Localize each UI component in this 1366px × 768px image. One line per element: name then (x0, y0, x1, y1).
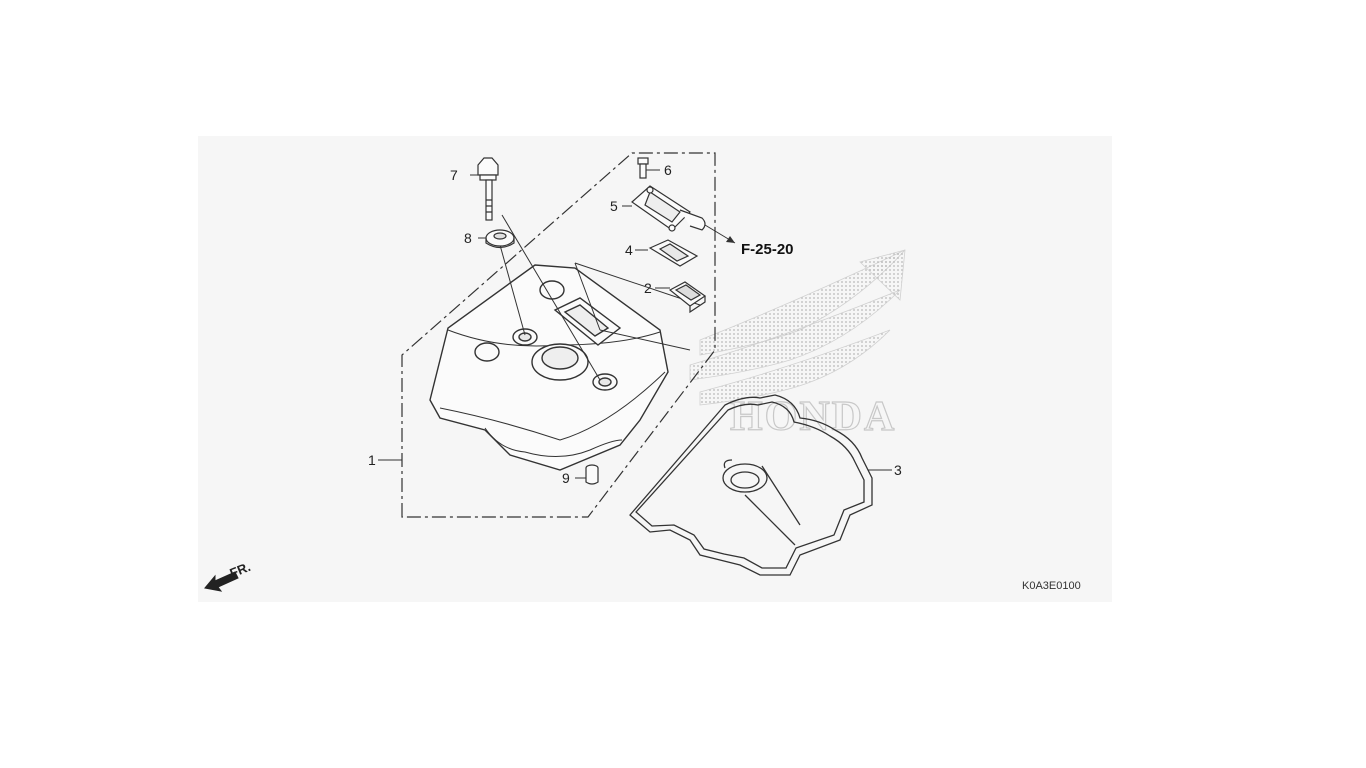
callout-5: 5 (610, 198, 618, 214)
head-cover-packing (629, 394, 873, 576)
assembly-boundary (401, 152, 716, 518)
reference-arrow-head (726, 236, 735, 243)
cylinder-head-cover (429, 264, 669, 471)
front-direction-arrow (204, 571, 239, 592)
breather-gasket (648, 239, 699, 267)
callout-9: 9 (562, 470, 570, 486)
callout-4: 4 (625, 242, 633, 258)
callout-2: 2 (644, 280, 652, 296)
diagram-code: K0A3E0100 (1022, 580, 1081, 592)
breather-plate (668, 281, 707, 314)
front-indicator-label: FR. (228, 559, 253, 581)
dowel-pin (585, 464, 599, 485)
honda-wing-logo (689, 249, 906, 406)
sealing-washer (485, 229, 515, 249)
reference-label[interactable]: F-25-20 (741, 241, 794, 258)
callout-6: 6 (664, 162, 672, 178)
callout-8: 8 (464, 230, 472, 246)
small-bolt (637, 157, 649, 179)
callout-3: 3 (894, 462, 902, 478)
breather-cover (631, 185, 706, 232)
callout-7: 7 (450, 167, 458, 183)
flange-bolt (477, 157, 499, 221)
honda-watermark-text: HONDA (730, 394, 896, 440)
callout-1: 1 (368, 452, 376, 468)
